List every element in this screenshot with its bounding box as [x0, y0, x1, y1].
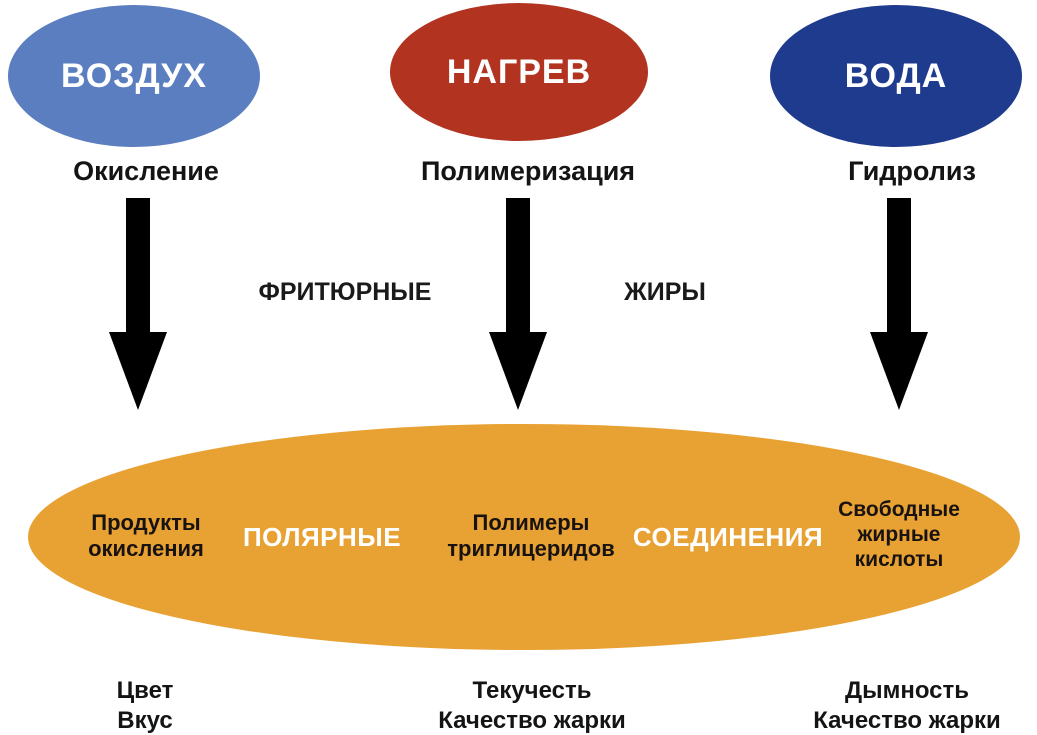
water-ellipse: ВОДА [770, 5, 1022, 147]
water-label: ВОДА [844, 56, 948, 95]
fluidity-effect-label: Текучесть Качество жарки [438, 677, 626, 734]
down-arrow-icon [489, 198, 547, 410]
color-taste-effect-label: Цвет Вкус [116, 677, 174, 734]
oxidation-process-label: Окисление [73, 156, 219, 186]
air-label: ВОЗДУХ [61, 56, 207, 95]
heat-ellipse: НАГРЕВ [390, 3, 648, 141]
compounds-keyword-label: СОЕДИНЕНИЯ [632, 522, 824, 552]
down-arrow-icon [109, 198, 167, 410]
hydrolysis-process-label: Гидролиз [848, 156, 976, 186]
center-title-left: ФРИТЮРНЫЕ [258, 278, 432, 306]
free-fatty-acids-label: Свободные жирные кислоты [838, 498, 960, 572]
polar-keyword-label: ПОЛЯРНЫЕ [242, 522, 402, 552]
heat-label: НАГРЕВ [446, 52, 592, 91]
oxidation-products-label: Продукты окисления [88, 510, 204, 562]
triglyceride-polymers-label: Полимеры триглицеридов [447, 510, 615, 562]
down-arrow-icon [870, 198, 928, 410]
products-ellipse [28, 424, 1020, 650]
smokiness-effect-label: Дымность Качество жарки [813, 677, 1001, 734]
center-title-right: ЖИРЫ [624, 278, 706, 306]
air-ellipse: ВОЗДУХ [8, 5, 260, 147]
polymerization-process-label: Полимеризация [420, 156, 636, 186]
